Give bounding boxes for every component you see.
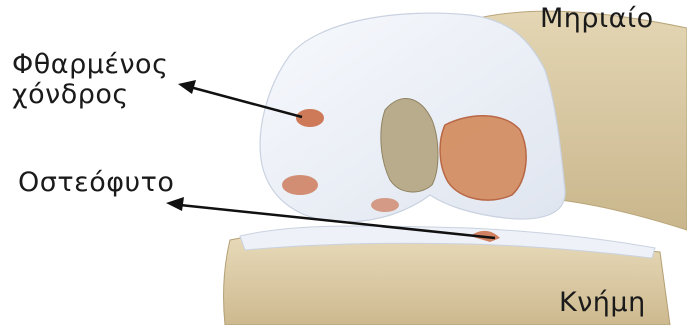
- cartilage-arrowhead: [178, 80, 196, 94]
- femur-label: Μηριαίο: [540, 4, 654, 34]
- cartilage-lesion-large: [440, 116, 526, 200]
- osteophyte-label: Οστεόφυτο: [18, 168, 174, 198]
- damaged-cartilage-label-line2: χόνδρος: [12, 80, 168, 110]
- osteophyte-arrowhead: [166, 197, 184, 211]
- damaged-cartilage-label-line1: Φθαρμένος: [12, 50, 168, 80]
- cartilage-lesion: [371, 198, 399, 212]
- damaged-cartilage-label: Φθαρμένος χόνδρος: [12, 50, 168, 110]
- tibia-label: Κνήμη: [559, 288, 646, 318]
- cartilage-lesion: [296, 109, 324, 127]
- cartilage-lesion: [282, 175, 318, 195]
